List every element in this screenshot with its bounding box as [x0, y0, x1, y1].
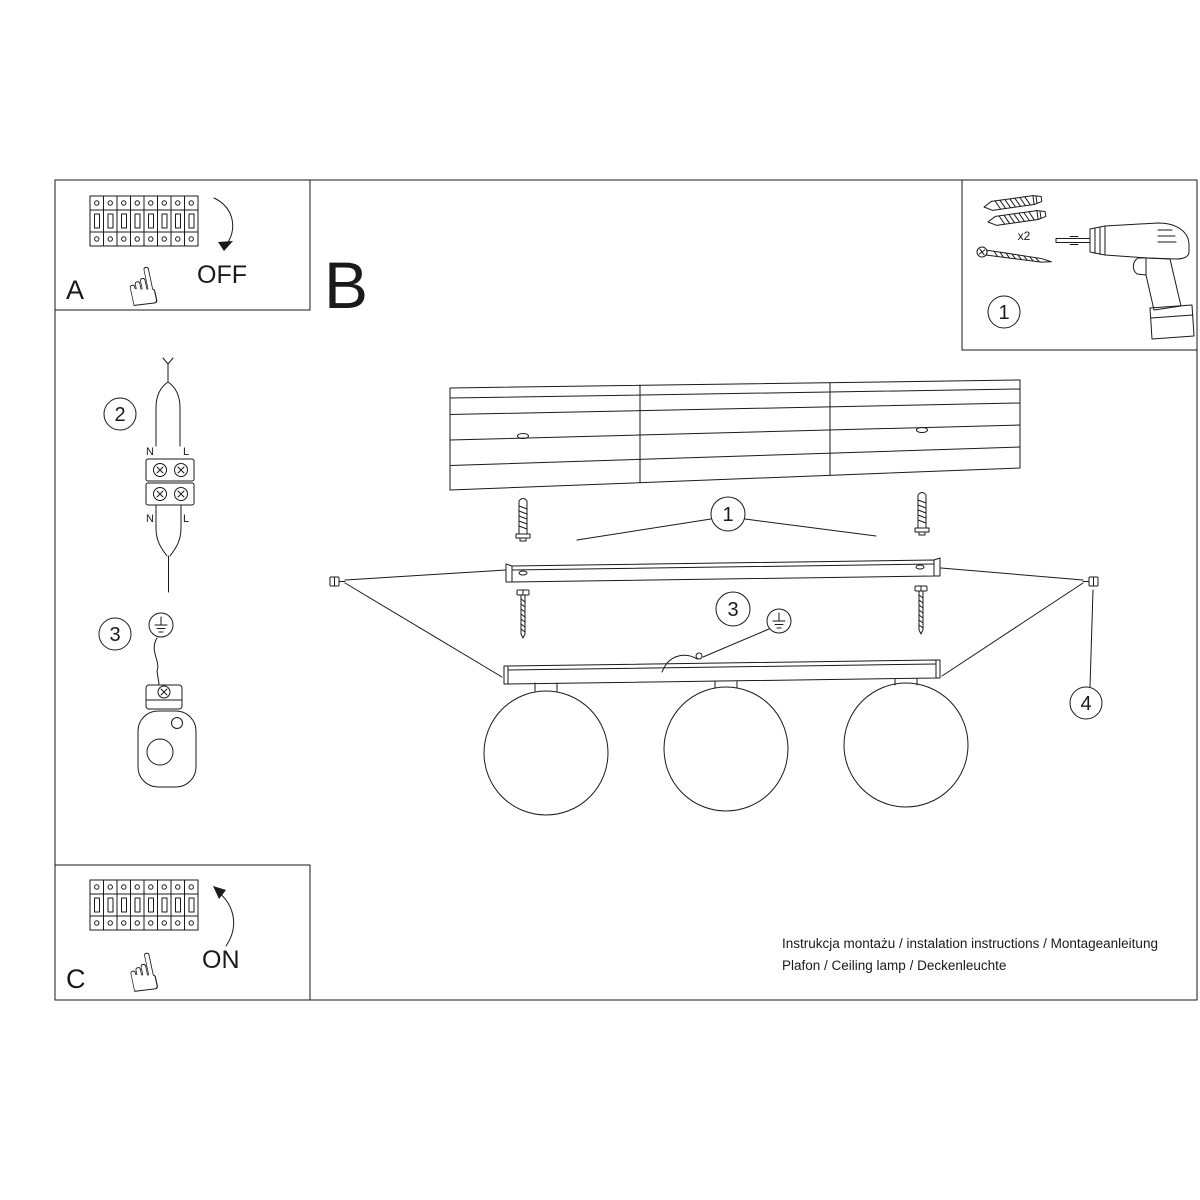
footer-line2: Plafon / Ceiling lamp / Deckenleuchte: [782, 958, 1006, 973]
ground-wire-diagram: 3: [98, 612, 197, 788]
drill-icon: [1055, 222, 1195, 340]
anchor-callout: 1: [576, 496, 877, 541]
breaker-panel-icon: [89, 879, 199, 931]
supply-wire: [162, 357, 174, 383]
step-a-border: [54, 179, 311, 311]
lamp-globe: [483, 690, 609, 816]
breaker-panel-icon: [89, 195, 199, 247]
wire-left: [155, 381, 169, 447]
callout-2-circle: [103, 397, 137, 431]
arrow-on-head: [213, 886, 226, 899]
callout-3-circle: [98, 617, 132, 651]
machine-screw-icon: [516, 589, 530, 639]
section-a-label: A: [66, 275, 84, 305]
section-c-label: C: [66, 964, 86, 994]
off-label: OFF: [197, 261, 247, 289]
ceiling-panel: [449, 379, 1021, 491]
callout-2-label: 2: [114, 404, 125, 426]
callout-3-label: 3: [109, 624, 120, 646]
callout-4-label: 4: [1080, 693, 1091, 715]
end-screws: 4: [329, 567, 1103, 720]
ground-terminal: [145, 684, 183, 710]
callout-4-leader: [1089, 589, 1094, 688]
hand-icon: ☝: [122, 943, 165, 1006]
terminal-block: [145, 458, 195, 506]
wire-right-out: [169, 504, 182, 557]
ground-symbol-icon: [148, 612, 174, 638]
arrow-off-icon: [213, 197, 234, 248]
callout-4-circle: [1069, 686, 1103, 720]
hand-icon: ☝: [121, 257, 164, 320]
footer-line1: Instrukcja montażu / instalation instruc…: [782, 936, 1158, 951]
step-c-border: [54, 864, 311, 1001]
callout-3-circle: [715, 591, 751, 627]
callout-1-label: 1: [722, 504, 733, 526]
callout-1-label: 1: [998, 302, 1009, 324]
tools-box: x2 1: [961, 179, 1198, 351]
wall-plug-icon: [986, 208, 1047, 227]
end-screw-leader-left: [344, 569, 507, 678]
l-label-top: L: [183, 446, 189, 458]
on-label: ON: [202, 946, 240, 974]
ground-ring-terminal: [695, 652, 703, 660]
arrow-off-head: [218, 241, 233, 251]
wire-right: [167, 381, 181, 447]
n-label-top: N: [146, 446, 154, 458]
wiring-diagram: 2 N L N L: [103, 357, 195, 593]
step-c-box: ☝ ON C: [54, 864, 311, 1006]
callout-3-label: 3: [727, 599, 738, 621]
tools-box-border: [961, 179, 1198, 351]
step-a-box: ☝ OFF A: [54, 179, 311, 320]
l-label-bottom: L: [183, 513, 189, 525]
callout-leader-lines: [576, 518, 877, 541]
machine-screw-icon: [914, 585, 928, 635]
drill-hole: [916, 427, 928, 433]
wire-left-out: [155, 504, 168, 557]
n-label-bottom: N: [146, 513, 154, 525]
cable-clamp: [137, 710, 197, 788]
drill-hole: [517, 433, 529, 439]
ground-leader-line: [702, 628, 770, 658]
lamp-globe: [663, 686, 789, 812]
arrow-on-icon: [216, 890, 235, 947]
callout-1-circle: [987, 295, 1021, 329]
wall-anchor-icon: [914, 492, 930, 536]
screw-icon: [975, 245, 1053, 268]
ground-wire-line: [661, 654, 698, 673]
lamp-globe: [843, 682, 969, 808]
ground-symbol-icon: [766, 608, 792, 634]
section-b-label: B: [324, 248, 368, 322]
wall-plug-icon: [982, 193, 1043, 212]
ground-wire-line: [153, 637, 160, 685]
page-frame: [54, 179, 1198, 1001]
lamp-rail: [503, 659, 941, 692]
mounting-bracket: [505, 557, 941, 583]
wall-anchor-icon: [515, 498, 531, 542]
end-screw-leader-right: [940, 567, 1084, 677]
callout-1-circle: [710, 496, 746, 532]
ground-callout: 3: [661, 591, 792, 673]
anchor-qty-label: x2: [1018, 229, 1031, 243]
